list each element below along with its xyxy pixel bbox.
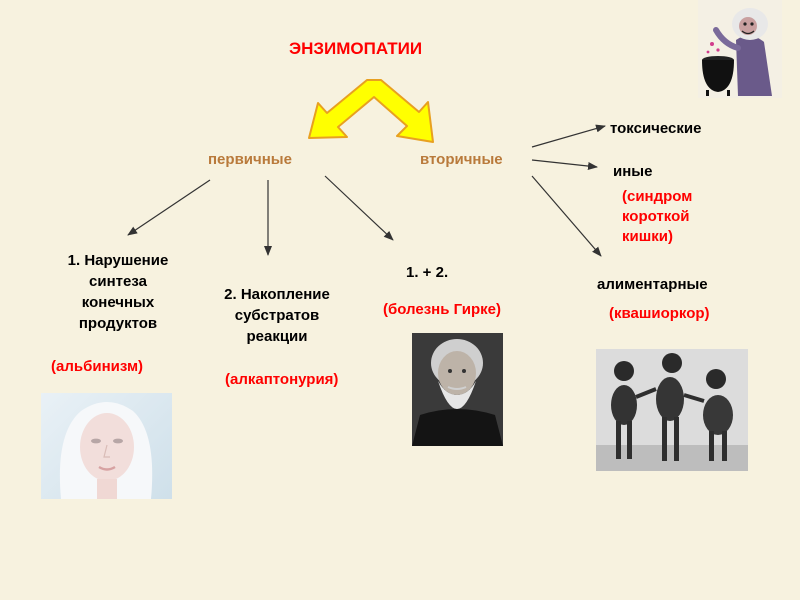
albino-photo [41,393,172,499]
example-line: кишки) [622,228,673,245]
primary-combined-example: (болезнь Гирке) [383,301,501,318]
secondary-other: иные [613,163,653,180]
arrow-to-other [531,159,598,171]
text-line: конечных [81,294,155,311]
secondary-toxic: токсические [610,120,702,137]
secondary-alimentary: алиментарные [597,276,708,293]
text-line: 1. Нарушение [67,252,169,269]
primary-synthesis: 1. Нарушение синтеза конечных продуктов [48,250,188,334]
branch-secondary: вторичные [420,151,503,168]
witch-cauldron-icon [698,0,782,98]
kwashiorkor-children-photo [596,349,748,471]
arrow-to-combined [324,175,394,241]
text-line: реакции [246,328,308,345]
arrow-to-alimentary [531,175,602,257]
arrow-to-synthesis [127,179,211,236]
primary-combined: 1. + 2. [406,264,449,281]
primary-synthesis-example: (альбинизм) [51,358,144,375]
primary-accumulation: 2. Накопление субстратов реакции [202,284,352,347]
example-line: короткой [622,208,690,225]
diagram-title: ЭНЗИМОПАТИИ [289,39,423,58]
secondary-alimentary-example: (квашиоркор) [609,305,710,322]
text-line: продуктов [78,315,158,332]
text-line: синтеза [89,273,147,290]
arrow-to-toxic [531,124,606,148]
example-line: (синдром [622,188,693,205]
gierke-portrait-photo [412,333,503,446]
primary-accumulation-example: (алкаптонурия) [225,371,339,388]
secondary-other-example: (синдром короткой кишки) [622,187,692,247]
text-line: 2. Накопление [224,286,330,303]
yellow-split-arrow [308,79,434,143]
text-line: субстратов [234,307,320,324]
branch-primary: первичные [208,151,292,168]
